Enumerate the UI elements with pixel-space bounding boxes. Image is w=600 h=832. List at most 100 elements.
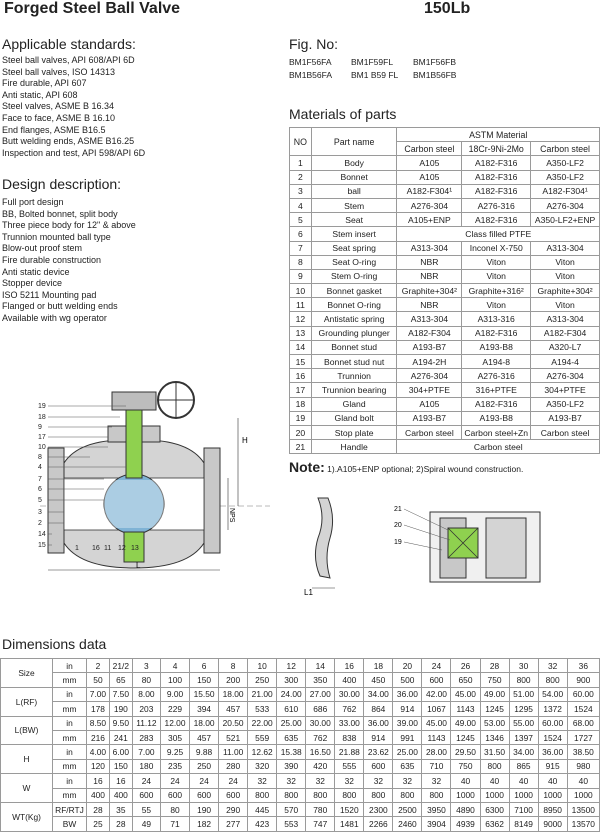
dimension-value: 68.00 <box>566 715 600 731</box>
dimension-value: 1397 <box>508 729 539 746</box>
dimension-value: 800 <box>537 672 568 688</box>
dimension-value: 40 <box>566 773 600 789</box>
dimension-value: 283 <box>131 729 162 746</box>
dimension-value: 32 <box>334 773 365 789</box>
material-value: A313-304 <box>530 240 600 256</box>
dimension-value: 150 <box>108 758 133 775</box>
part-no: 9 <box>289 268 312 285</box>
bottom-callouts: 1 16 11 12 13 <box>75 545 139 552</box>
part-name: Seat <box>310 212 398 228</box>
ball-port <box>104 480 164 528</box>
dim-h-label: H <box>242 436 248 445</box>
dimension-value: 1520 <box>334 801 365 818</box>
dimension-value: 1346 <box>479 729 510 746</box>
dimension-value: 445 <box>247 801 278 818</box>
dimension-value: 15.38 <box>276 744 307 760</box>
handle-profile <box>314 497 334 579</box>
dimension-value: 28 <box>86 801 110 818</box>
part-no: 13 <box>289 325 312 341</box>
dimension-value: 26 <box>450 657 481 674</box>
dimension-label: W <box>0 773 53 803</box>
dimension-value: 600 <box>189 787 220 803</box>
dimension-value: 80 <box>159 801 191 818</box>
material-value: A193-B8 <box>461 339 532 356</box>
col-no: NO <box>289 126 312 157</box>
right-flange <box>203 447 221 554</box>
dimension-value: 300 <box>276 672 307 688</box>
material-value: A313-304 <box>396 311 463 327</box>
callout: 10 <box>38 444 46 451</box>
material-value: A193-B7 <box>530 410 600 426</box>
dimension-value: 1000 <box>479 787 510 803</box>
dimension-value: 28 <box>108 816 133 832</box>
material-value: Class filled PTFE <box>396 226 600 242</box>
part-name: Seat O-ring <box>310 254 398 270</box>
dimension-value: 864 <box>363 701 394 717</box>
standards-heading: Applicable standards: <box>2 36 136 52</box>
dimension-value: 36.00 <box>363 715 394 731</box>
dimension-value: 40 <box>479 773 510 789</box>
design-item: Blow-out proof stem <box>2 243 83 254</box>
design-item: Three piece body for 12" & above <box>2 220 136 231</box>
dimension-unit: mm <box>52 729 87 746</box>
dimension-value: 30.00 <box>305 715 336 731</box>
part-no: 12 <box>289 311 312 327</box>
dimension-value: 18 <box>363 657 394 674</box>
standard-item: Butt welding ends, ASME B16.25 <box>2 136 135 147</box>
dimension-value: 15.50 <box>189 686 220 703</box>
dimension-value: 980 <box>566 758 600 775</box>
dimension-value: 500 <box>392 672 423 688</box>
part-no: 10 <box>289 283 312 299</box>
dimension-value: 80 <box>131 672 162 688</box>
material-value: Viton <box>461 254 532 270</box>
dimension-unit: in <box>52 657 87 674</box>
materials-heading: Materials of parts <box>289 106 397 122</box>
standards-list: Steel ball valves, API 608/API 6D Steel … <box>2 55 145 159</box>
standard-item: End flanges, ASME B16.5 <box>2 124 106 135</box>
dimension-unit: BW <box>52 816 87 832</box>
dimension-unit: in <box>52 715 87 731</box>
material-value: A320-L7 <box>530 339 600 356</box>
dimension-value: 216 <box>86 729 110 746</box>
dimension-value: 600 <box>159 787 191 803</box>
dimension-value: 555 <box>334 758 365 775</box>
dimension-value: 235 <box>159 758 191 775</box>
material-value: A182-F316 <box>461 169 532 185</box>
dimension-value: 914 <box>363 729 394 746</box>
dimension-value: 28 <box>479 657 510 674</box>
material-value: A276-316 <box>461 197 532 214</box>
part-name: Gland <box>310 396 398 412</box>
dim-l1-label: L1 <box>304 588 313 597</box>
dimension-value: 30 <box>508 657 539 674</box>
part-name: Bonnet <box>310 169 398 185</box>
dimension-value: 20.50 <box>218 715 249 731</box>
dimension-value: 3 <box>131 657 162 674</box>
dimension-value: 7.50 <box>108 686 133 703</box>
dimension-value: 1524 <box>537 729 568 746</box>
dimension-value: 710 <box>421 758 452 775</box>
dimension-value: 750 <box>450 758 481 775</box>
dimension-value: 9.50 <box>108 715 133 731</box>
dimension-value: 36.00 <box>537 744 568 760</box>
trunnion <box>123 531 145 563</box>
dimension-value: 32 <box>276 773 307 789</box>
material-value: A182-F316 <box>461 212 532 228</box>
dimension-value: 12 <box>276 657 307 674</box>
design-item: Available with wg operator <box>2 312 107 323</box>
material-value: A182-F304 <box>396 325 463 341</box>
dimension-value: 190 <box>189 801 220 818</box>
note-label: Note: <box>289 459 325 475</box>
dimension-value: 24 <box>131 773 162 789</box>
material-value: A105+ENP <box>396 212 463 228</box>
dimension-value: 747 <box>305 816 336 832</box>
material-value: A276-304 <box>396 197 463 214</box>
dimension-value: 800 <box>247 787 278 803</box>
part-name: ball <box>310 183 398 199</box>
dimension-value: 305 <box>159 729 191 746</box>
